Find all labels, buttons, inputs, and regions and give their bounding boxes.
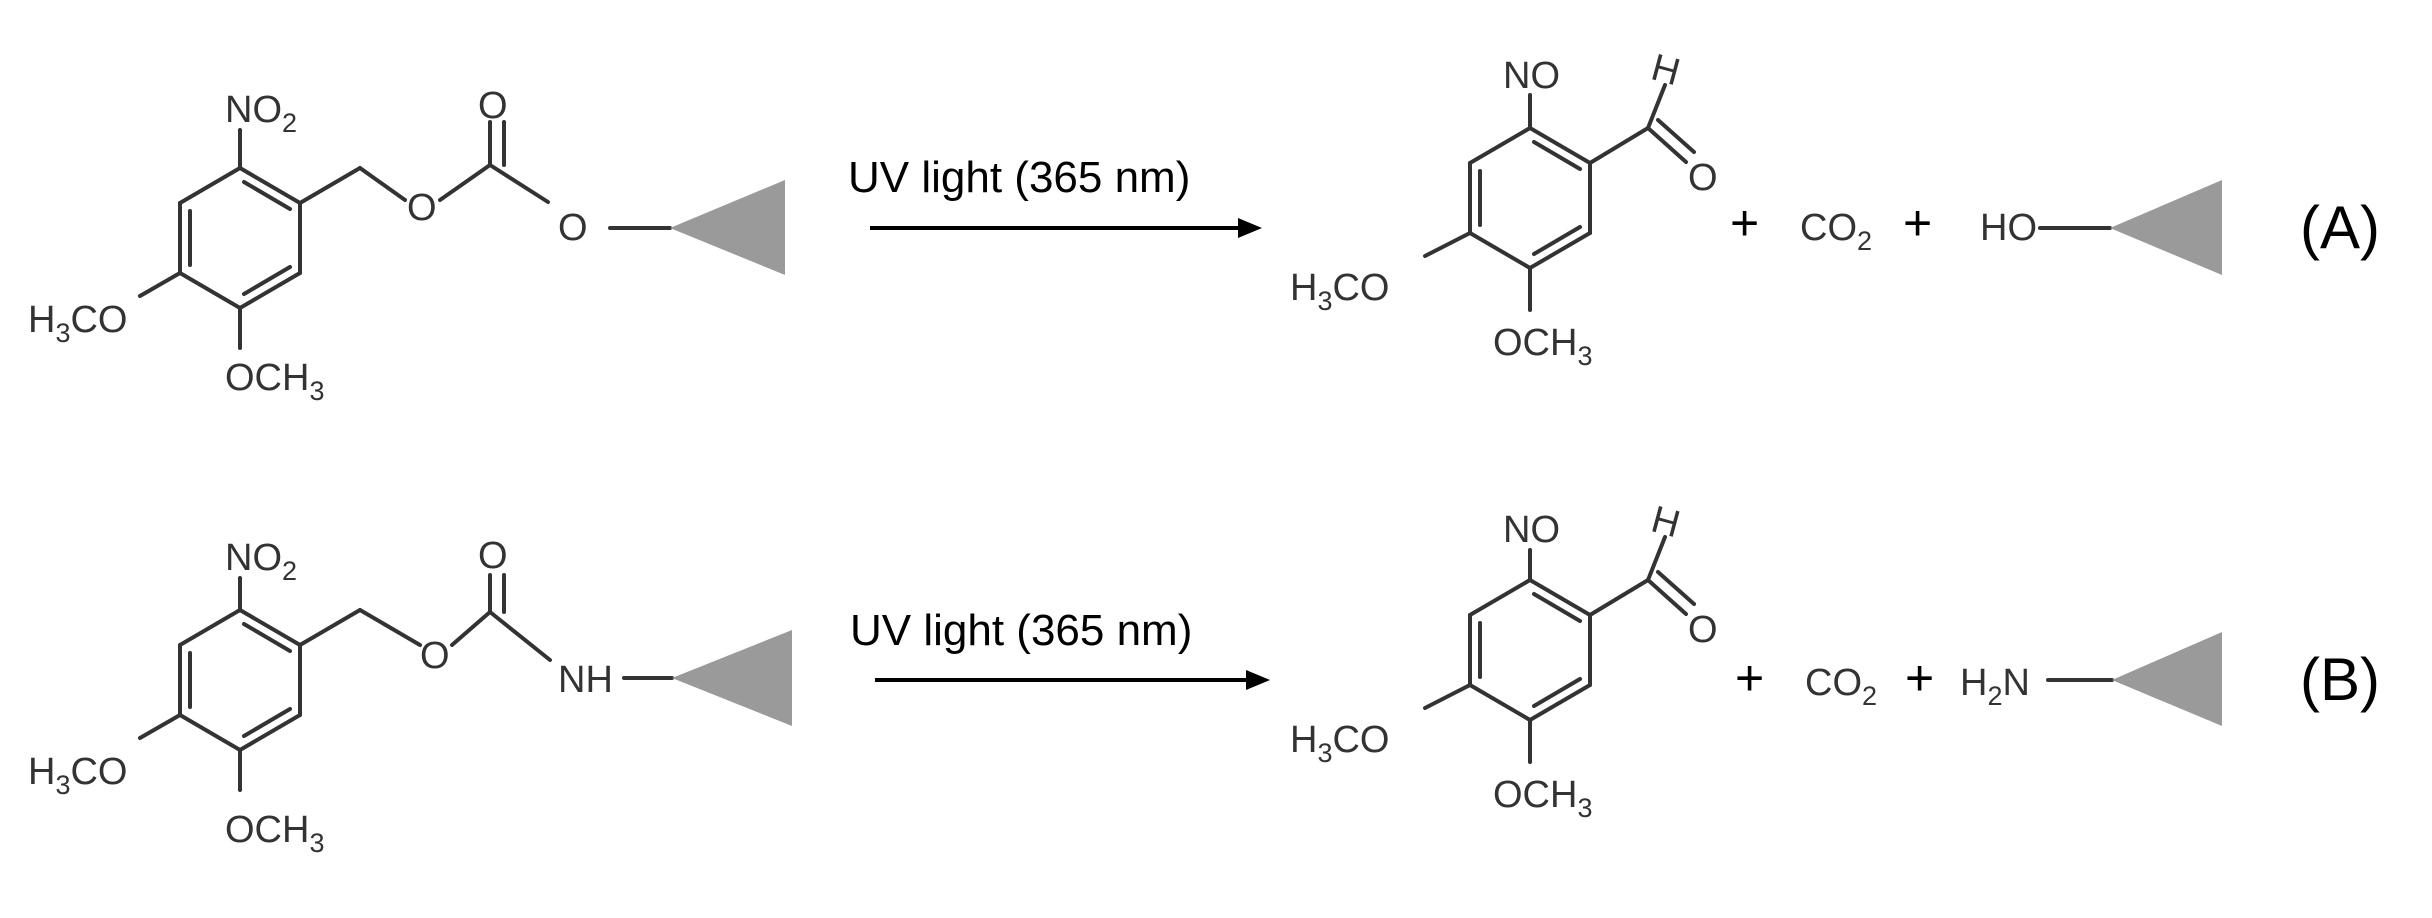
reactant-a-substrate-wedge (670, 180, 785, 275)
product-b: NO H O H3CO OCH3 (1290, 499, 1718, 823)
reactant-a-nitro: NO2 (225, 89, 297, 138)
reactant-a-methoxy-bottom: OCH3 (225, 357, 324, 406)
reactant-b-bonds (138, 573, 674, 792)
reaction-b-released-wedge (2112, 632, 2222, 726)
product-a-bonds (1423, 83, 1696, 312)
reactant-b-methoxy-bottom: OCH3 (225, 809, 324, 858)
reaction-b-plus-1: + (1735, 650, 1764, 706)
reactant-a-bonds (138, 120, 672, 350)
reactant-b-carbonyl-o: O (478, 535, 508, 577)
product-b-methoxy-bottom: OCH3 (1493, 774, 1592, 823)
reaction-a-label: (A) (2300, 194, 2380, 261)
reactant-b-substrate-wedge (672, 630, 792, 726)
product-a-nitroso: NO (1503, 55, 1560, 97)
reactant-b-nitro: NO2 (225, 537, 297, 586)
product-a-aldehyde-o: O (1688, 157, 1718, 199)
reactant-b: NO2 O O NH H3CO OCH3 (28, 535, 792, 858)
reactant-b-leaving-atom: NH (558, 659, 613, 701)
reaction-a-arrow-head (1238, 218, 1262, 238)
product-b-methoxy-left: H3CO (1290, 719, 1389, 768)
product-a-aldehyde-h: H (1647, 47, 1684, 95)
reaction-b-label: (B) (2300, 646, 2380, 713)
reaction-a-condition: UV light (365 nm) (848, 153, 1190, 202)
reaction-a-co2: CO2 (1800, 207, 1872, 256)
product-b-nitroso: NO (1503, 509, 1560, 551)
reactant-a-leaving-atom: O (558, 207, 588, 249)
product-b-aldehyde-o: O (1688, 609, 1718, 651)
product-a: NO H O H3CO OCH3 (1290, 47, 1718, 371)
reaction-b-released-group: H2N (1960, 662, 2030, 711)
reaction-b-plus-2: + (1905, 650, 1934, 706)
reactant-a-methoxy-left: H3CO (28, 299, 127, 348)
reaction-a-plus-2: + (1903, 195, 1932, 251)
reactant-a-carbonyl-o: O (478, 85, 508, 127)
reaction-b-arrow-head (1246, 670, 1270, 690)
product-b-bonds (1423, 535, 1696, 764)
reaction-a-released-wedge (2110, 180, 2222, 275)
reaction-b: NO2 O O NH H3CO OCH3 UV light (365 nm) (28, 499, 2380, 858)
reaction-b-condition: UV light (365 nm) (850, 606, 1192, 655)
reactant-a-ester-o: O (407, 187, 437, 229)
reactant-b-methoxy-left: H3CO (28, 751, 127, 800)
reactant-a: NO2 O O O H3CO OCH3 (28, 85, 785, 406)
product-a-methoxy-left: H3CO (1290, 267, 1389, 316)
reaction-a-released-group: HO (1980, 207, 2037, 249)
reactant-b-ester-o: O (420, 635, 450, 677)
product-b-aldehyde-h: H (1647, 499, 1684, 547)
product-a-methoxy-bottom: OCH3 (1493, 322, 1592, 371)
reaction-b-co2: CO2 (1805, 662, 1877, 711)
reaction-a-plus-1: + (1730, 195, 1759, 251)
reaction-a: NO2 O O O H3CO OCH3 UV light (365 nm) (28, 47, 2380, 406)
